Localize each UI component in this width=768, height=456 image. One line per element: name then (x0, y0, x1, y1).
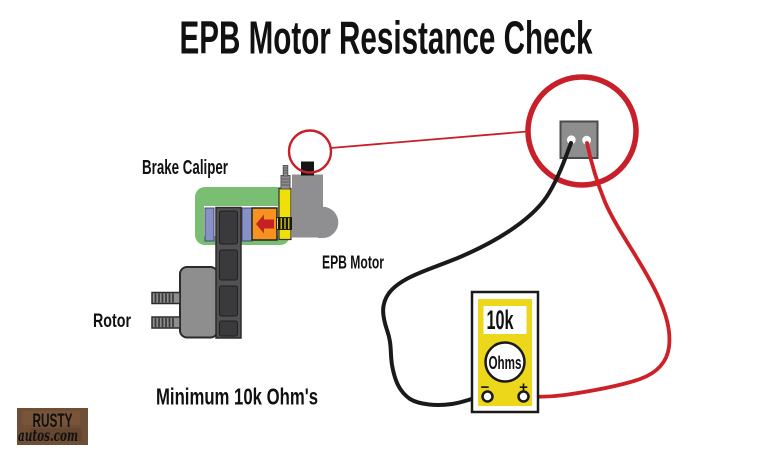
multimeter-dial (484, 341, 526, 383)
spindle-tip (282, 165, 289, 177)
negative-terminal-label: − (481, 379, 490, 396)
brand-logo: RUSTY autos.com (17, 408, 88, 445)
logo-plate-texture (30, 428, 82, 441)
connector-callout (287, 74, 639, 188)
test-leads (381, 141, 672, 407)
connector-detail (559, 120, 599, 159)
positive-terminal (517, 390, 530, 403)
logo-autos-com: autos.com (18, 426, 78, 445)
spindle-bolt (280, 175, 291, 190)
label-brake-caliper: Brake Caliper (142, 157, 228, 179)
brake-caliper-assembly (151, 165, 297, 339)
rotor-vent-slots (219, 210, 238, 337)
magnifier-large-circle (525, 74, 639, 188)
wheel-stud (151, 291, 181, 305)
logo-plate-texture (22, 411, 80, 425)
multimeter: 10k Ohms − + (470, 290, 540, 414)
wheel-stud (151, 316, 181, 329)
hub-block (179, 266, 219, 339)
test-lead-black (381, 141, 573, 407)
motor-spindle (278, 187, 292, 241)
diagram-labels: Brake Caliper EPB Motor Rotor Minimum 10… (93, 157, 384, 410)
test-lead-red (526, 141, 672, 399)
label-rotor: Rotor (93, 311, 131, 332)
positive-terminal-label: + (519, 379, 528, 396)
negative-terminal (481, 390, 494, 403)
rotor-vent-slot (219, 285, 238, 317)
logo-rusty: RUSTY (33, 411, 73, 432)
dial-label: Ohms (489, 353, 522, 373)
magnifier-small-circle (287, 129, 333, 174)
logo-plate (17, 408, 88, 445)
rotor-vent-slot (219, 320, 238, 337)
callout-line (330, 130, 528, 149)
piston-arrow (256, 214, 274, 234)
page-title: EPB Motor Resistance Check (180, 12, 593, 64)
motor-housing (292, 174, 339, 238)
rotor-vent-slot (219, 249, 238, 281)
brake-pad-right (241, 207, 253, 242)
multimeter-screen (483, 306, 527, 334)
label-minimum-spec: Minimum 10k Ohm's (156, 384, 318, 410)
multimeter-reading: 10k (487, 305, 515, 335)
label-epb-motor: EPB Motor (322, 253, 384, 273)
rotor-vent-slot (219, 210, 238, 245)
brake-pad-left (204, 207, 215, 242)
connector-pin-left (566, 135, 576, 145)
